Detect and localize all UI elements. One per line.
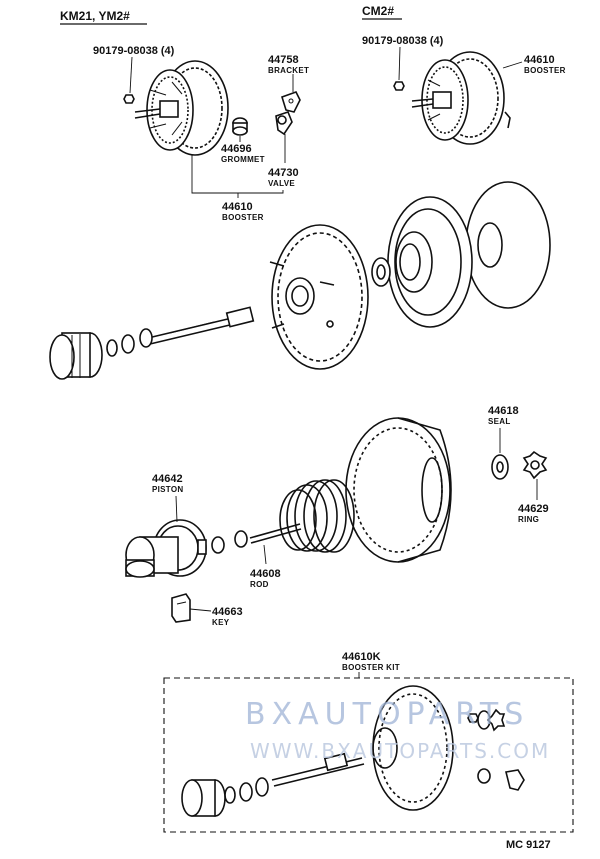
booster-left-name: BOOSTER bbox=[222, 213, 264, 222]
valve-name: VALVE bbox=[268, 179, 295, 188]
grommet-icon bbox=[232, 117, 248, 142]
ring-icon bbox=[522, 450, 548, 480]
seal-middle-icon bbox=[371, 257, 391, 287]
svg-text:CM2#: CM2# bbox=[362, 4, 394, 18]
bolt-left-label: 90179-08038 (4) bbox=[93, 45, 175, 57]
booster-right-drawing bbox=[411, 51, 511, 145]
kit-parts-drawing bbox=[181, 685, 525, 817]
bracket-name: BRACKET bbox=[268, 66, 309, 75]
svg-text:KM21, YM2#: KM21, YM2# bbox=[60, 9, 130, 23]
kit-boundary bbox=[163, 677, 574, 833]
kit-number: 44610K bbox=[342, 651, 381, 663]
booster-left-number: 44610 bbox=[222, 201, 253, 213]
booster-right-name: BOOSTER bbox=[524, 66, 566, 75]
rod-number: 44608 bbox=[250, 568, 281, 580]
key-icon bbox=[171, 593, 212, 623]
rod-name: ROD bbox=[250, 580, 269, 589]
diagram-code: MC 9127 bbox=[506, 839, 551, 851]
seal-icon bbox=[491, 454, 509, 480]
valve-number: 44730 bbox=[268, 167, 299, 179]
grommet-name: GROMMET bbox=[221, 155, 265, 164]
front-shell-drawing bbox=[269, 224, 369, 370]
body-shell-drawing bbox=[345, 417, 452, 563]
rear-shell-drawing bbox=[387, 181, 551, 328]
header-left: KM21, YM2# bbox=[60, 9, 147, 25]
watermark-url: WWW.BXAUTOPARTS.COM bbox=[250, 739, 550, 763]
key-name: KEY bbox=[212, 618, 230, 627]
bracket-number: 44758 bbox=[268, 54, 299, 66]
piston-name: PISTON bbox=[152, 485, 183, 494]
booster-left-drawing bbox=[134, 60, 229, 156]
valve-icon bbox=[275, 111, 293, 163]
bolt-right-icon bbox=[393, 46, 405, 91]
ring-name: RING bbox=[518, 515, 539, 524]
plunger-rod-drawing bbox=[147, 306, 255, 345]
piston-number: 44642 bbox=[152, 473, 183, 485]
seal-name: SEAL bbox=[488, 417, 511, 426]
header-right: CM2# bbox=[362, 4, 402, 20]
rod-icon bbox=[249, 523, 302, 544]
watermark: BXAUTOPARTS WWW.BXAUTOPARTS.COM bbox=[245, 697, 550, 763]
seal-number: 44618 bbox=[488, 405, 519, 417]
key-number: 44663 bbox=[212, 606, 243, 618]
watermark-brand: BXAUTOPARTS bbox=[245, 697, 529, 732]
bolt-left-icon bbox=[123, 56, 135, 104]
bracket-icon bbox=[281, 74, 301, 113]
boot-icon bbox=[49, 332, 103, 380]
small-washer-icon bbox=[211, 530, 248, 554]
ring-number: 44629 bbox=[518, 503, 549, 515]
kit-name: BOOSTER KIT bbox=[342, 663, 400, 672]
grommet-number: 44696 bbox=[221, 143, 252, 155]
washer-set-icon bbox=[106, 328, 153, 357]
booster-right-number: 44610 bbox=[524, 54, 555, 66]
bolt-right-label: 90179-08038 (4) bbox=[362, 35, 444, 47]
spring-icon bbox=[279, 479, 355, 553]
booster-left-leader bbox=[191, 155, 284, 198]
piston-icon bbox=[125, 519, 207, 578]
